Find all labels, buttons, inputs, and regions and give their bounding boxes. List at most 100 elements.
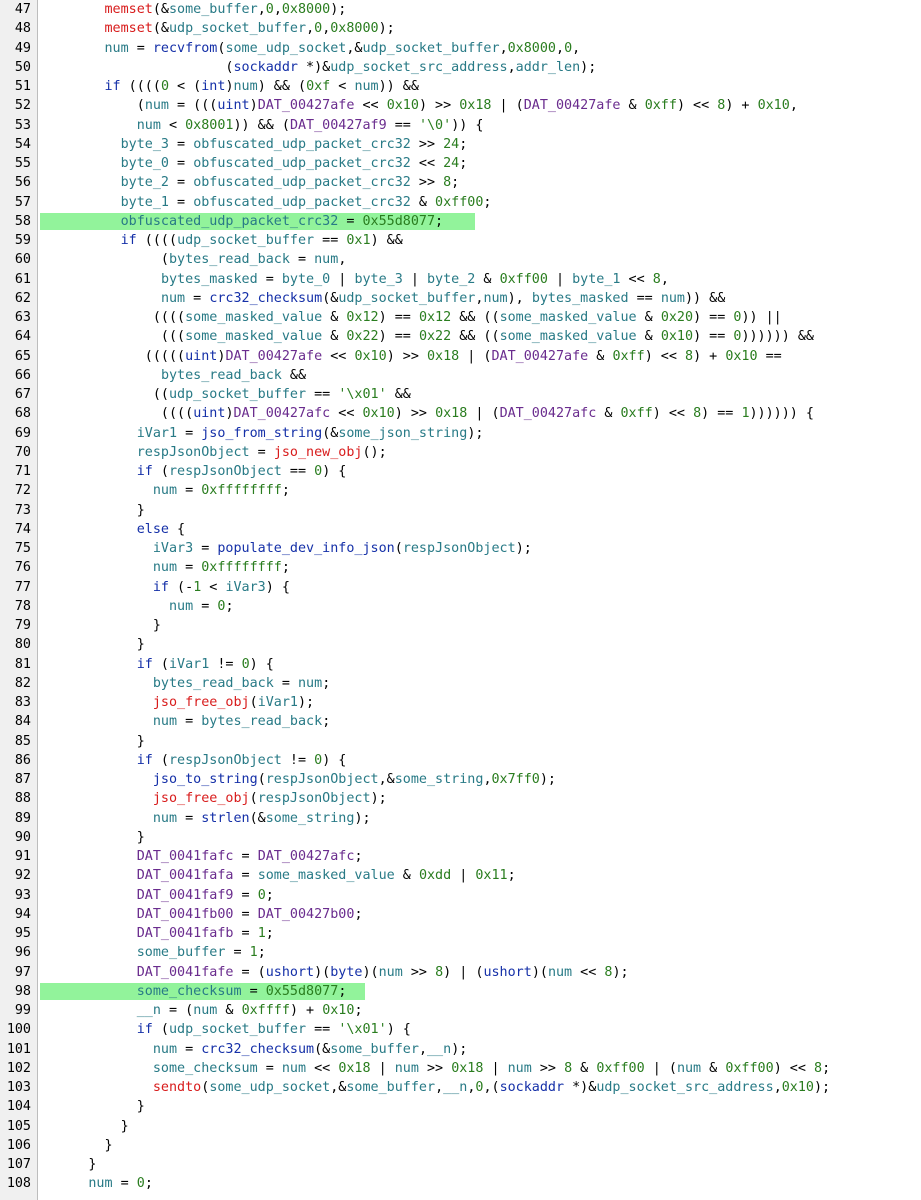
code-line[interactable]: 76 num = 0xffffffff;: [0, 558, 921, 577]
code-line[interactable]: 73 }: [0, 501, 921, 520]
code-line[interactable]: 84 num = bytes_read_back;: [0, 712, 921, 731]
line-number: 57: [14, 194, 31, 210]
code-text: if (iVar1 != 0) {: [136, 656, 274, 672]
line-number: 55: [14, 156, 31, 171]
code-text: }: [40, 1118, 129, 1134]
code-text: DAT_0041fafb = 1;: [136, 926, 274, 941]
code-line[interactable]: 60 (bytes_read_back = num,: [0, 250, 921, 269]
line-number: 75: [14, 541, 31, 556]
line-number: 94: [14, 906, 31, 922]
code-line[interactable]: 59 if ((((udp_socket_buffer == 0x1) &&: [0, 231, 921, 250]
code-text: }: [40, 733, 145, 749]
line-number: 62: [14, 290, 31, 306]
code-line[interactable]: 91 DAT_0041fafc = DAT_00427afc;: [0, 847, 921, 866]
line-number: 97: [14, 964, 31, 980]
line-number: 91: [14, 849, 31, 864]
code-text: if (respJsonObject == 0) {: [136, 464, 347, 479]
code-line[interactable]: 72 num = 0xffffffff;: [0, 481, 921, 500]
code-text: ((udp_socket_buffer == '\x01' &&: [40, 387, 411, 402]
code-line[interactable]: 97 DAT_0041fafe = (ushort)(byte)(num >> …: [0, 963, 921, 982]
line-number: 73: [14, 502, 31, 518]
code-line[interactable]: 71 if (respJsonObject == 0) {: [0, 462, 921, 481]
code-line[interactable]: 51 if ((((0 < (int)num) && (0xf < num)) …: [0, 77, 921, 96]
line-number: 64: [14, 329, 31, 345]
code-line[interactable]: 54 byte_3 = obfuscated_udp_packet_crc32 …: [0, 135, 921, 154]
code-line[interactable]: 65 (((((uint)DAT_00427afe << 0x10) >> 0x…: [0, 347, 921, 366]
code-line[interactable]: 87 jso_to_string(respJsonObject,&some_st…: [0, 770, 921, 789]
code-text: num = 0;: [169, 598, 234, 614]
code-line[interactable]: 93 DAT_0041faf9 = 0;: [0, 886, 921, 905]
code-line[interactable]: 94 DAT_0041fb00 = DAT_00427b00;: [0, 905, 921, 924]
code-text: bytes_masked = byte_0 | byte_3 | byte_2 …: [160, 271, 669, 287]
line-number: 63: [14, 310, 31, 325]
code-line[interactable]: 101 num = crc32_checksum(&some_buffer,__…: [0, 1040, 921, 1059]
code-line[interactable]: 90 }: [0, 828, 921, 847]
line-number: 89: [14, 810, 31, 826]
code-text: some_buffer = 1;: [136, 945, 266, 961]
code-line[interactable]: 47 memset(&some_buffer,0,0x8000);: [0, 0, 921, 19]
code-line[interactable]: 89 num = strlen(&some_string);: [0, 809, 921, 828]
code-line[interactable]: 48 memset(&udp_socket_buffer,0,0x8000);: [0, 19, 921, 38]
code-text: DAT_0041faf9 = 0;: [136, 887, 274, 903]
line-number: 98: [14, 983, 31, 999]
line-number: 80: [14, 637, 31, 653]
code-text: jso_free_obj(iVar1);: [152, 695, 315, 710]
code-line[interactable]: 66 bytes_read_back &&: [0, 366, 921, 385]
code-text: num = strlen(&some_string);: [152, 810, 371, 826]
code-line[interactable]: 57 byte_1 = obfuscated_udp_packet_crc32 …: [0, 193, 921, 212]
code-line[interactable]: 49 num = recvfrom(some_udp_socket,&udp_s…: [0, 39, 921, 58]
code-text: jso_to_string(respJsonObject,&some_strin…: [152, 772, 556, 787]
code-line[interactable]: 88 jso_free_obj(respJsonObject);: [0, 789, 921, 808]
code-line[interactable]: 106 }: [0, 1136, 921, 1155]
code-text: (bytes_read_back = num,: [40, 252, 347, 268]
code-line[interactable]: 98 some_checksum = 0x55d8077;: [0, 982, 921, 1001]
code-line[interactable]: 107 }: [0, 1155, 921, 1174]
code-line[interactable]: 95 DAT_0041fafb = 1;: [0, 924, 921, 943]
code-line[interactable]: 58 obfuscated_udp_packet_crc32 = 0x55d80…: [0, 212, 921, 231]
code-line[interactable]: 68 ((((uint)DAT_00427afc << 0x10) >> 0x1…: [0, 404, 921, 423]
code-line[interactable]: 62 num = crc32_checksum(&udp_socket_buff…: [0, 289, 921, 308]
line-number: 51: [14, 79, 31, 94]
line-number: 107: [6, 1157, 31, 1172]
code-line[interactable]: 77 if (-1 < iVar3) {: [0, 578, 921, 597]
code-line[interactable]: 104 }: [0, 1097, 921, 1116]
code-line[interactable]: 80 }: [0, 635, 921, 654]
code-line[interactable]: 96 some_buffer = 1;: [0, 943, 921, 962]
line-number: 88: [14, 791, 31, 807]
code-line[interactable]: 103 sendto(some_udp_socket,&some_buffer,…: [0, 1078, 921, 1097]
code-line[interactable]: 99 __n = (num & 0xffff) + 0x10;: [0, 1001, 921, 1020]
code-line[interactable]: 81 if (iVar1 != 0) {: [0, 655, 921, 674]
code-line[interactable]: 85 }: [0, 732, 921, 751]
code-line[interactable]: 74 else {: [0, 520, 921, 539]
code-text: byte_0 = obfuscated_udp_packet_crc32 << …: [120, 156, 468, 171]
code-line[interactable]: 55 byte_0 = obfuscated_udp_packet_crc32 …: [0, 154, 921, 173]
code-line[interactable]: 83 jso_free_obj(iVar1);: [0, 693, 921, 712]
code-line[interactable]: 105 }: [0, 1117, 921, 1136]
code-line[interactable]: 50 (sockaddr *)&udp_socket_src_address,a…: [0, 58, 921, 77]
code-line[interactable]: 69 iVar1 = jso_from_string(&some_json_st…: [0, 424, 921, 443]
line-number: 56: [14, 175, 31, 191]
code-line[interactable]: 56 byte_2 = obfuscated_udp_packet_crc32 …: [0, 173, 921, 192]
code-line[interactable]: 102 some_checksum = num << 0x18 | num >>…: [0, 1059, 921, 1078]
code-line[interactable]: 78 num = 0;: [0, 597, 921, 616]
code-line[interactable]: 100 if (udp_socket_buffer == '\x01') {: [0, 1020, 921, 1039]
code-line[interactable]: 79 }: [0, 616, 921, 635]
line-number: 70: [14, 444, 31, 460]
code-line[interactable]: 67 ((udp_socket_buffer == '\x01' &&: [0, 385, 921, 404]
code-line[interactable]: 86 if (respJsonObject != 0) {: [0, 751, 921, 770]
line-number: 67: [14, 387, 31, 402]
code-line[interactable]: 63 ((((some_masked_value & 0x12) == 0x12…: [0, 308, 921, 327]
code-line[interactable]: 108 num = 0;: [0, 1174, 921, 1193]
code-text: }: [40, 1157, 97, 1172]
code-line[interactable]: 53 num < 0x8001)) && (DAT_00427af9 == '\…: [0, 116, 921, 135]
code-line[interactable]: 61 bytes_masked = byte_0 | byte_3 | byte…: [0, 270, 921, 289]
code-line[interactable]: 52 (num = (((uint)DAT_00427afe << 0x10) …: [0, 96, 921, 115]
code-line[interactable]: 64 (((some_masked_value & 0x22) == 0x22 …: [0, 327, 921, 346]
code-line[interactable]: 70 respJsonObject = jso_new_obj();: [0, 443, 921, 462]
code-text: iVar3 = populate_dev_info_json(respJsonO…: [152, 541, 532, 556]
code-line[interactable]: 92 DAT_0041fafa = some_masked_value & 0x…: [0, 866, 921, 885]
code-line[interactable]: 75 iVar3 = populate_dev_info_json(respJs…: [0, 539, 921, 558]
code-line[interactable]: 82 bytes_read_back = num;: [0, 674, 921, 693]
